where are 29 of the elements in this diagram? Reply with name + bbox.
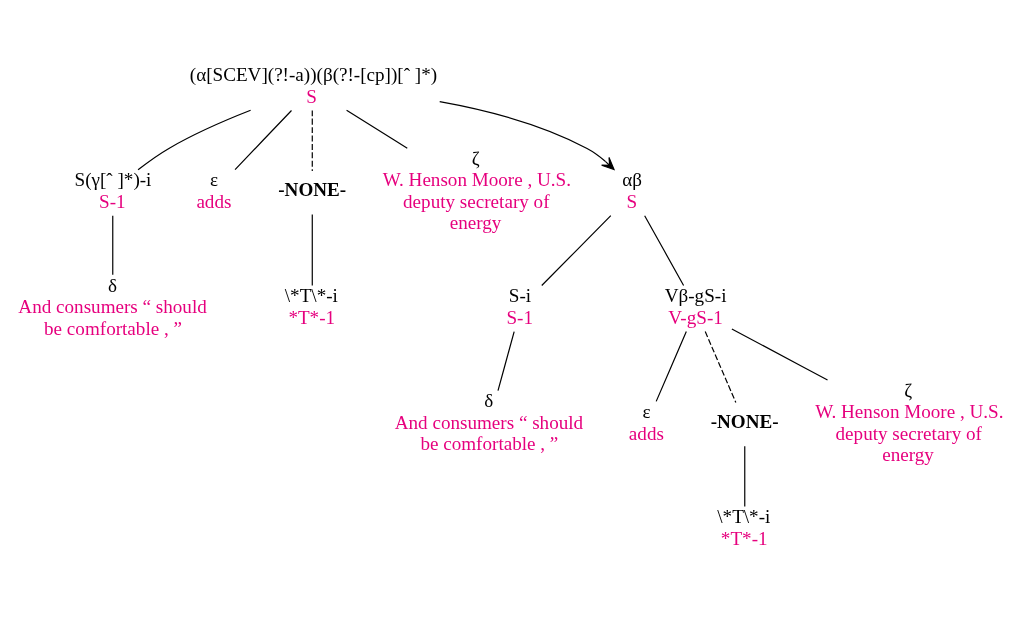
connector	[311, 214, 313, 287]
node-text: -NONE-	[278, 178, 347, 200]
connector	[644, 215, 685, 287]
node-text: Vβ-gS-i V-gS-1	[664, 285, 727, 328]
node-text: (α[SCEV](?!-a))(β(?!-[cp])[ˆ ]*) S	[189, 64, 438, 107]
node-text: δ And consumers “ should be comfortable , ”	[18, 274, 207, 339]
node-text: S-i S-1	[506, 285, 533, 328]
connector	[234, 109, 293, 171]
connector	[731, 328, 829, 381]
connector	[655, 331, 687, 402]
node-text: ζ W. Henson Moore , U.S. deputy secretary of energy	[815, 379, 1004, 466]
node-text: αβ S	[622, 169, 643, 212]
connector	[137, 109, 252, 171]
connector	[346, 109, 408, 149]
connector	[541, 215, 612, 287]
arrow	[439, 101, 615, 171]
node-text: \*T\*-i *T*-1	[717, 506, 771, 549]
node-text: δ And consumers “ should be comfortable , ”	[394, 390, 584, 455]
node-text: -NONE-	[710, 410, 779, 432]
node-text: ε adds	[628, 401, 664, 444]
connector	[311, 109, 313, 172]
node-text: ε adds	[196, 169, 232, 212]
node-text: \*T\*-i *T*-1	[284, 285, 338, 328]
connector	[497, 331, 515, 392]
connector	[112, 215, 114, 276]
node-text: S(γ[ˆ ]*)-i S-1	[74, 169, 152, 212]
connector	[704, 331, 737, 404]
node-text: ζ W. Henson Moore , U.S. deputy secretary of energy	[382, 147, 572, 234]
connector	[744, 445, 746, 508]
